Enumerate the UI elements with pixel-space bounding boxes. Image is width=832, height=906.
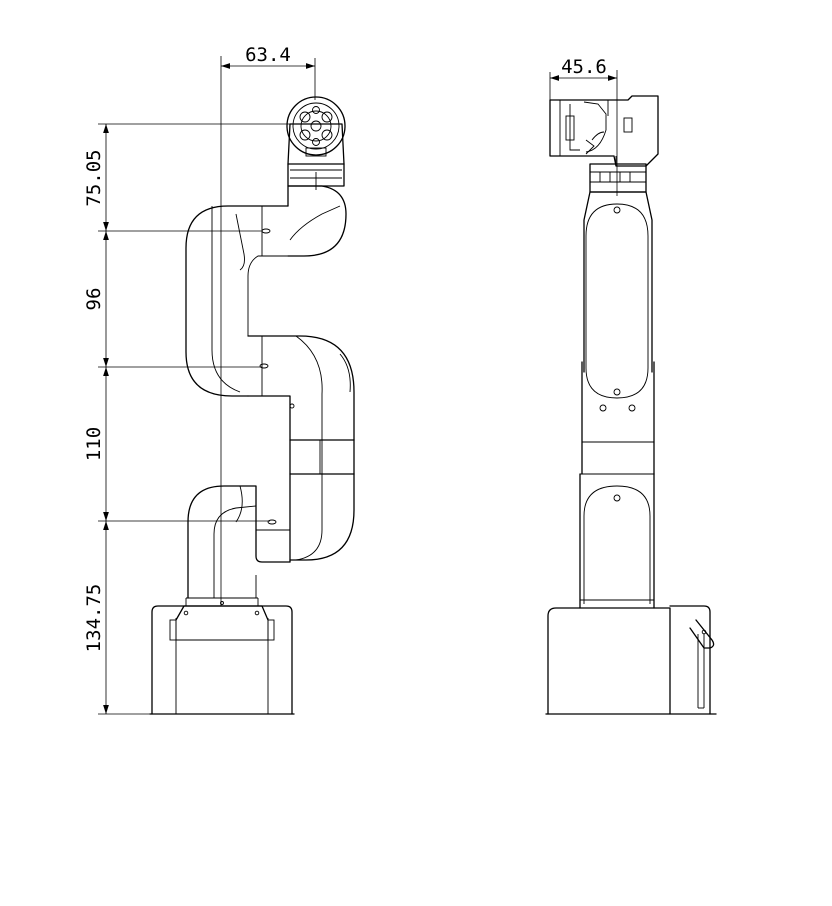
- dimension-middle-segment-label: 110: [83, 427, 105, 461]
- side-view-upper-link: [185, 205, 289, 397]
- side-view-top-link: [287, 185, 347, 257]
- front-view-base: [545, 605, 717, 715]
- dimension-front-width-label: 45.6: [561, 56, 607, 78]
- front-view-lower-column: [579, 473, 655, 609]
- dimension-vertical-chain: 75.05 96 110 134.75: [83, 123, 290, 715]
- dimension-side-width-label: 63.4: [245, 44, 291, 66]
- side-view: 63.4 75.05 96 110 134.75: [83, 44, 355, 715]
- side-view-base: [149, 597, 295, 715]
- dimension-front-width: 45.6: [549, 56, 617, 100]
- side-view-lower-link: [187, 485, 291, 599]
- dimension-side-width: 63.4: [221, 44, 316, 100]
- dimension-upper-segment-label: 96: [83, 288, 105, 311]
- front-view-middle-column: [581, 361, 655, 475]
- dimension-base-segment-label: 134.75: [83, 584, 105, 653]
- side-view-middle-link: [247, 335, 355, 561]
- front-view-upper-column: [583, 191, 653, 399]
- front-view-end-effector: [549, 95, 659, 167]
- side-view-end-effector: [286, 96, 346, 190]
- front-view-wrist: [589, 163, 647, 193]
- front-view: 45.6: [545, 56, 717, 715]
- dimension-top-segment-label: 75.05: [83, 149, 105, 206]
- side-view-middle-joint: [247, 395, 355, 563]
